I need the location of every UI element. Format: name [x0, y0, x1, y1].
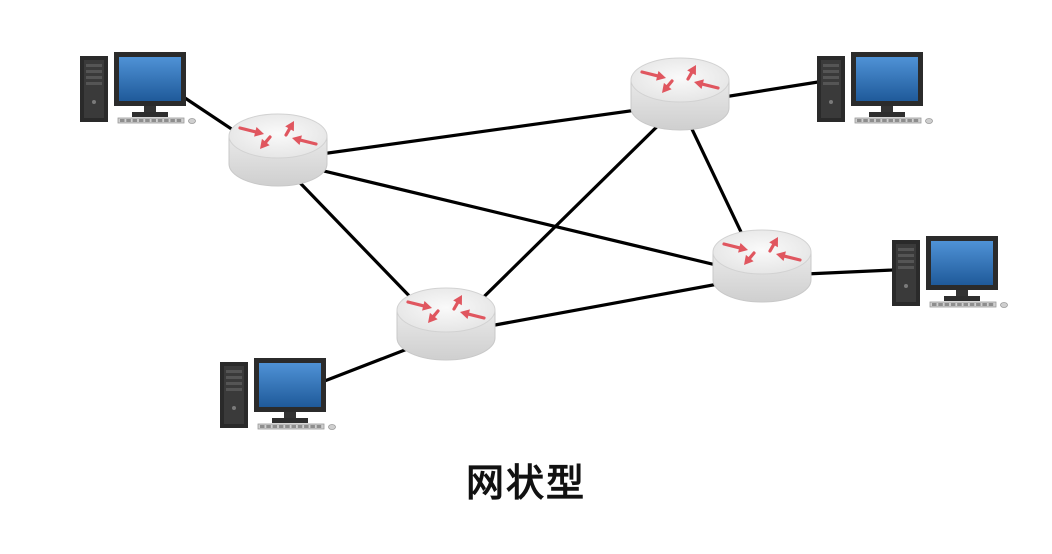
link-router-top-left-to-router-right: [277, 158, 763, 278]
mouse: [188, 118, 196, 124]
keyboard: [117, 117, 185, 124]
mouse: [1000, 302, 1008, 308]
router-arrows-icon: [722, 237, 802, 265]
link-router-top-left-to-router-top-right: [277, 102, 681, 162]
pc-bottom-left: [220, 358, 336, 430]
monitor-screen: [119, 57, 181, 101]
router-arrows-icon: [640, 65, 720, 93]
link-router-bottom-to-router-right: [445, 274, 763, 336]
pc-right: [892, 236, 1008, 308]
router-top-right: [630, 57, 730, 131]
link-router-top-right-to-router-bottom: [444, 102, 682, 336]
nodes-layer: [80, 52, 1008, 430]
router-arrows-icon: [406, 295, 486, 323]
monitor-screen: [259, 363, 321, 407]
router-top-left: [228, 113, 328, 187]
mouse: [328, 424, 336, 430]
monitor-screen: [931, 241, 993, 285]
mouse: [925, 118, 933, 124]
router-right: [712, 229, 812, 303]
diagram-caption: 网状型: [465, 461, 586, 505]
keyboard: [257, 423, 325, 430]
router-bottom: [396, 287, 496, 361]
keyboard: [854, 117, 922, 124]
keyboard: [929, 301, 997, 308]
pc-top-left: [80, 52, 196, 124]
pc-top-right: [817, 52, 933, 124]
router-arrows-icon: [238, 121, 318, 149]
monitor-screen: [856, 57, 918, 101]
